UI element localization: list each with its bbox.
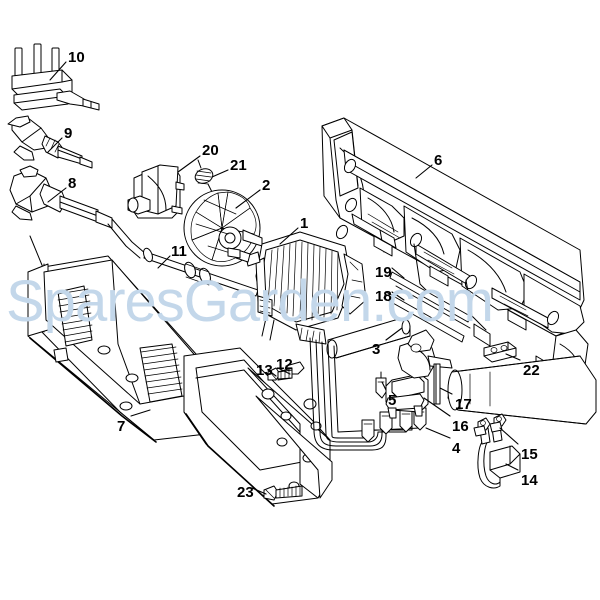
callout-9: 9	[64, 125, 73, 142]
callout-18: 18	[375, 288, 392, 305]
callout-17: 17	[455, 396, 472, 413]
part-terminal-connector	[375, 371, 387, 399]
part-impeller-fan	[183, 189, 263, 267]
part-uk-mains-plug-with-cable	[11, 43, 100, 111]
part-trigger-lever	[397, 329, 453, 405]
callout-16: 16	[452, 418, 469, 435]
part-electric-motor	[227, 231, 367, 345]
callout-19: 19	[375, 264, 392, 281]
part-coil-spring	[194, 159, 214, 193]
callout-14: 14	[521, 472, 538, 489]
part-screw-long	[263, 485, 303, 501]
callout-12: 12	[276, 356, 293, 373]
callout-6: 6	[434, 152, 443, 169]
callout-22: 22	[523, 362, 540, 379]
callout-20: 20	[202, 142, 219, 159]
part-main-housing-shell	[321, 117, 589, 399]
callout-8: 8	[68, 175, 77, 192]
part-capacitor	[477, 425, 521, 489]
callout-11: 11	[171, 243, 187, 260]
part-wire-harness	[309, 337, 427, 451]
callout-13: 13	[256, 362, 273, 379]
callout-10: 10	[68, 49, 85, 66]
part-motor-mount-bracket	[127, 164, 185, 219]
callout-leader-lines	[47, 61, 521, 495]
part-cable-sleeves	[383, 271, 471, 343]
part-spade-terminals	[473, 413, 507, 437]
housing-inner-detail	[367, 213, 529, 317]
callout-15: 15	[521, 446, 538, 463]
callout-21: 21	[230, 157, 247, 174]
callout-7: 7	[117, 418, 126, 435]
part-housing-cover	[27, 255, 333, 507]
callout-3: 3	[372, 341, 381, 358]
part-blower-tube	[447, 355, 597, 425]
callout-4: 4	[452, 440, 461, 457]
part-drive-shaft	[143, 247, 259, 297]
part-europlug-with-cable	[7, 115, 93, 169]
part-schuko-plug-with-cable	[9, 165, 147, 271]
part-retaining-clip	[483, 341, 517, 363]
callout-5: 5	[388, 392, 397, 409]
part-rocker-switch	[385, 373, 429, 419]
callout-2: 2	[262, 177, 271, 194]
callout-23: 23	[237, 484, 254, 501]
callout-1: 1	[300, 215, 309, 232]
part-cable-grommet	[326, 317, 411, 359]
